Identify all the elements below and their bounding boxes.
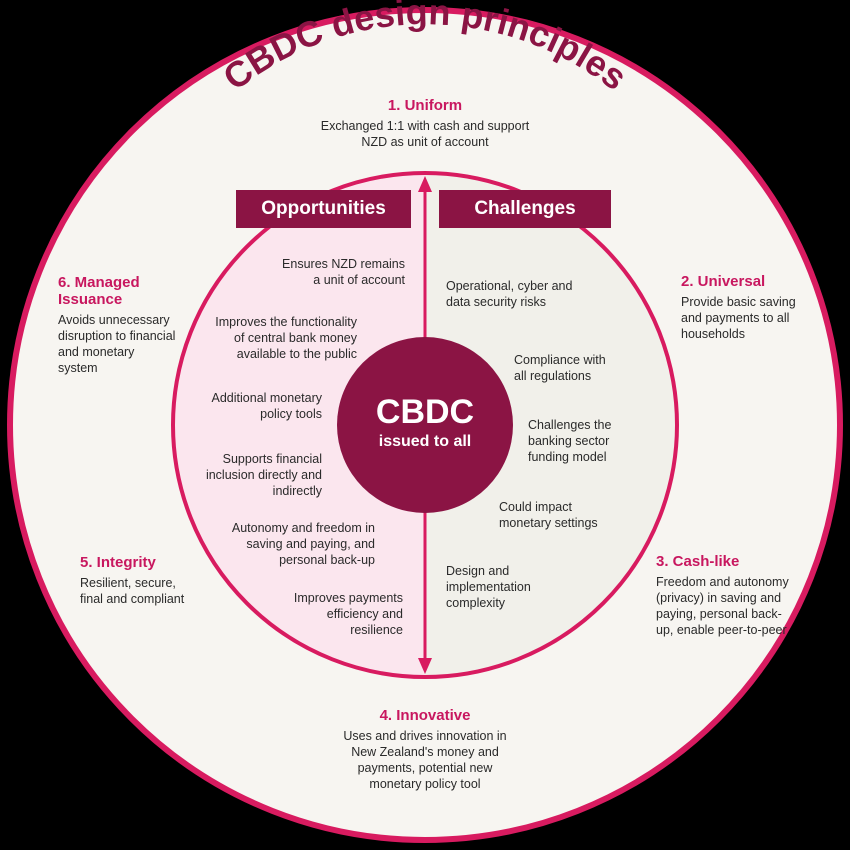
principle-text-cash-like: Freedom and autonomy (privacy) in saving…	[656, 575, 789, 637]
principle-title-cash-like: 3. Cash-like	[656, 553, 740, 570]
challenge-item: Compliance with all regulations	[514, 353, 606, 383]
principle-title-universal: 2. Universal	[681, 273, 766, 290]
challenges-heading: Challenges	[439, 190, 611, 228]
opportunity-item: Ensures NZD remains a unit of account	[282, 257, 405, 287]
challenges-half	[425, 173, 677, 677]
challenge-item: Design and implementation complexity	[446, 564, 531, 610]
opportunity-item: Additional monetary policy tools	[211, 391, 322, 421]
center-subtitle: issued to all	[378, 433, 472, 450]
principle-text-uniform: Exchanged 1:1 with cash and support NZD …	[320, 119, 530, 149]
opportunities-heading: Opportunities	[236, 190, 411, 228]
center-circle	[337, 337, 513, 513]
opportunity-item: Improves payments efficiency and resilie…	[293, 591, 403, 637]
principle-text-integrity: Resilient, secure, final and compliant	[80, 576, 185, 606]
arrow-down-icon	[418, 658, 432, 674]
principle-text-universal: Provide basic saving and payments to all…	[681, 295, 796, 341]
principle-title-uniform: 1. Uniform	[387, 97, 463, 114]
principle-title-innovative: 4. Innovative	[379, 707, 471, 724]
principle-title-integrity: 5. Integrity	[80, 554, 156, 571]
opportunity-item: Improves the functionality of central ba…	[215, 315, 357, 361]
center-title: CBDC	[375, 393, 475, 431]
principle-text-innovative: Uses and drives innovation in New Zealan…	[343, 729, 507, 791]
challenge-item: Challenges the banking sector funding mo…	[528, 418, 612, 464]
inner-ring	[171, 171, 679, 679]
challenge-item: Could impact monetary settings	[499, 500, 598, 530]
challenge-item: Operational, cyber and data security ris…	[446, 279, 573, 309]
opportunity-item: Supports financial inclusion directly an…	[205, 452, 322, 498]
principle-title-managed-issuance: 6. Managed Issuance	[58, 274, 140, 308]
opportunities-half	[173, 173, 425, 677]
opportunity-item: Autonomy and freedom in saving and payin…	[231, 521, 375, 567]
principle-text-managed-issuance: Avoids unnecessary disruption to financi…	[58, 313, 176, 375]
arrow-up-icon	[418, 176, 432, 192]
